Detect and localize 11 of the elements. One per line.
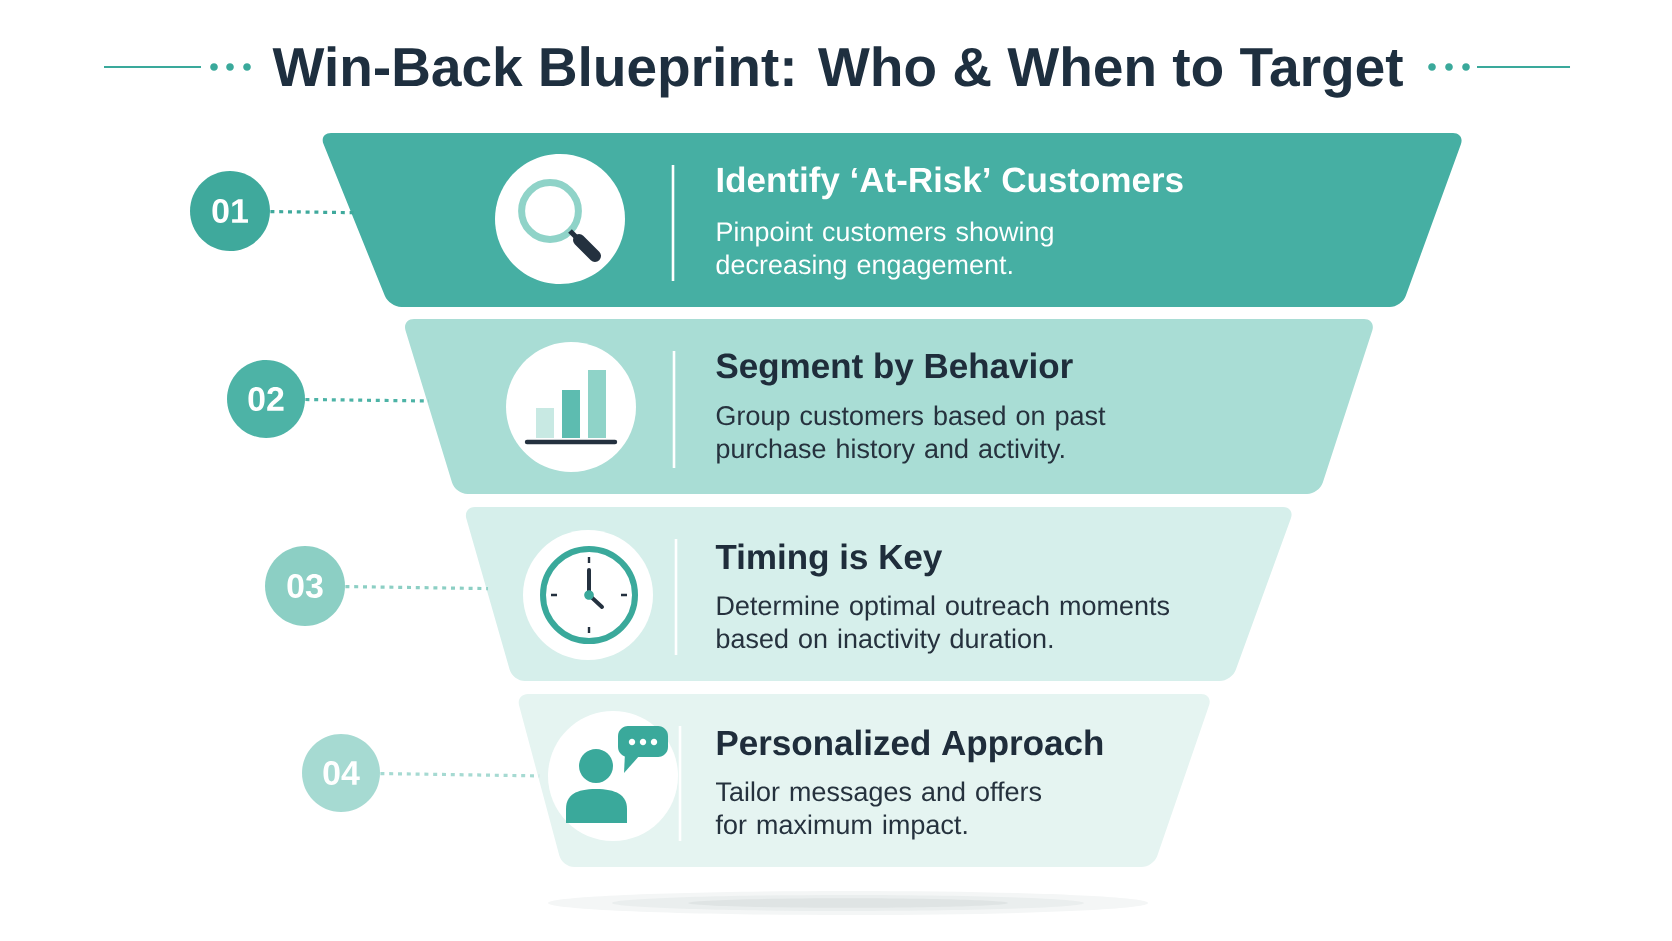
step-heading: Timing is Key bbox=[715, 543, 943, 577]
step-description: Determine optimal outreach moments based on inactivity duration. bbox=[717, 595, 1169, 654]
step-heading: Segment by Behavior bbox=[716, 352, 1073, 386]
step-description: Tailor messages and offers for maximum impact. bbox=[715, 781, 1042, 840]
step-heading: Identify ‘At-Risk’ Customers bbox=[717, 166, 1183, 200]
step-heading: Personalized Approach bbox=[717, 729, 1103, 763]
step-description: Pinpoint customers showing decreasing engagement. bbox=[716, 221, 1053, 280]
dotted-connector bbox=[345, 584, 488, 591]
dotted-connector bbox=[270, 209, 355, 215]
step-description: Group customers based on past purchase history and activity. bbox=[716, 405, 1106, 464]
title: Win-Back Blueprint: Who & When to Target bbox=[272, 46, 1403, 98]
